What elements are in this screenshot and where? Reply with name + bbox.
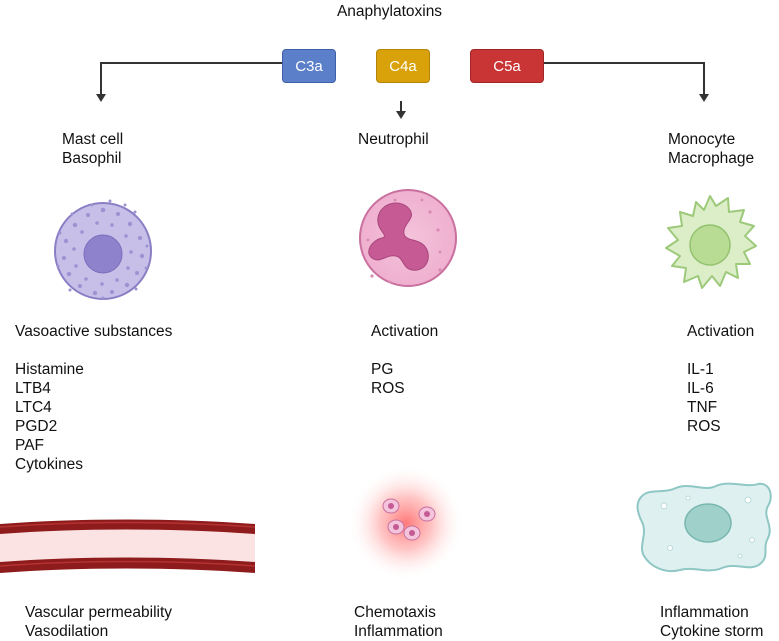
monocyte-label: Monocyte Macrophage bbox=[668, 130, 754, 168]
cell-name-line: Monocyte bbox=[668, 131, 736, 148]
cell-name-line: Mast cell bbox=[62, 131, 124, 148]
vascular-outcomes: Vascular permeability Vasodilation bbox=[25, 603, 172, 641]
neutrophil-activation-heading: Activation bbox=[371, 323, 439, 340]
mediator-item: Cytokines bbox=[15, 456, 84, 473]
monocyte-illustration bbox=[665, 195, 757, 289]
mediator-item: PGD2 bbox=[15, 418, 58, 435]
macrophage-illustration bbox=[636, 482, 772, 572]
diagram-title: Anaphylatoxins bbox=[336, 3, 443, 20]
mediator-item: TNF bbox=[687, 399, 718, 416]
arrowhead-right bbox=[699, 94, 709, 102]
mediator-item: LTB4 bbox=[15, 380, 51, 397]
outcome-item: Inflammation bbox=[354, 623, 443, 640]
mediator-item: LTC4 bbox=[15, 399, 52, 416]
c4a-badge: C4a bbox=[376, 49, 430, 83]
mediator-item: ROS bbox=[687, 418, 721, 435]
monocyte-activation-heading: Activation bbox=[687, 323, 755, 340]
arrowhead-center bbox=[396, 111, 406, 119]
chemotaxis-illustration bbox=[348, 465, 464, 581]
outcome-item: Vascular permeability bbox=[25, 604, 173, 621]
vasoactive-heading: Vasoactive substances bbox=[15, 323, 173, 340]
c5a-badge: C5a bbox=[470, 49, 544, 83]
arrowhead-left bbox=[96, 94, 106, 102]
mediator-item: ROS bbox=[371, 380, 405, 397]
blood-vessel-illustration bbox=[0, 519, 256, 573]
neutrophil-mediators: PG ROS bbox=[371, 360, 405, 398]
cell-name-line: Neutrophil bbox=[358, 131, 429, 148]
macrophage-outcomes: Inflammation Cytokine storm bbox=[660, 603, 763, 641]
mast-cell-mediators: Histamine LTB4 LTC4 PGD2 PAF Cytokines bbox=[15, 360, 84, 474]
mediator-item: IL-1 bbox=[687, 361, 714, 378]
mediator-item: Histamine bbox=[15, 361, 84, 378]
cell-name-line: Basophil bbox=[62, 150, 122, 167]
arrow-left bbox=[100, 62, 282, 95]
c3a-badge: C3a bbox=[282, 49, 336, 83]
mast-cell-illustration bbox=[54, 199, 152, 300]
outcome-item: Inflammation bbox=[660, 604, 749, 621]
outcome-item: Chemotaxis bbox=[354, 604, 436, 621]
mediator-item: IL-6 bbox=[687, 380, 714, 397]
outcome-item: Cytokine storm bbox=[660, 623, 764, 640]
arrow-right bbox=[542, 62, 705, 95]
cell-name-line: Macrophage bbox=[668, 150, 755, 167]
neutrophil-illustration bbox=[359, 189, 457, 287]
mediator-item: PAF bbox=[15, 437, 44, 454]
mast-cell-label: Mast cell Basophil bbox=[62, 130, 123, 168]
monocyte-mediators: IL-1 IL-6 TNF ROS bbox=[687, 360, 721, 436]
neutrophil-label: Neutrophil bbox=[358, 130, 429, 149]
outcome-item: Vasodilation bbox=[25, 623, 109, 640]
chemotaxis-outcomes: Chemotaxis Inflammation bbox=[354, 603, 443, 641]
mediator-item: PG bbox=[371, 361, 394, 378]
